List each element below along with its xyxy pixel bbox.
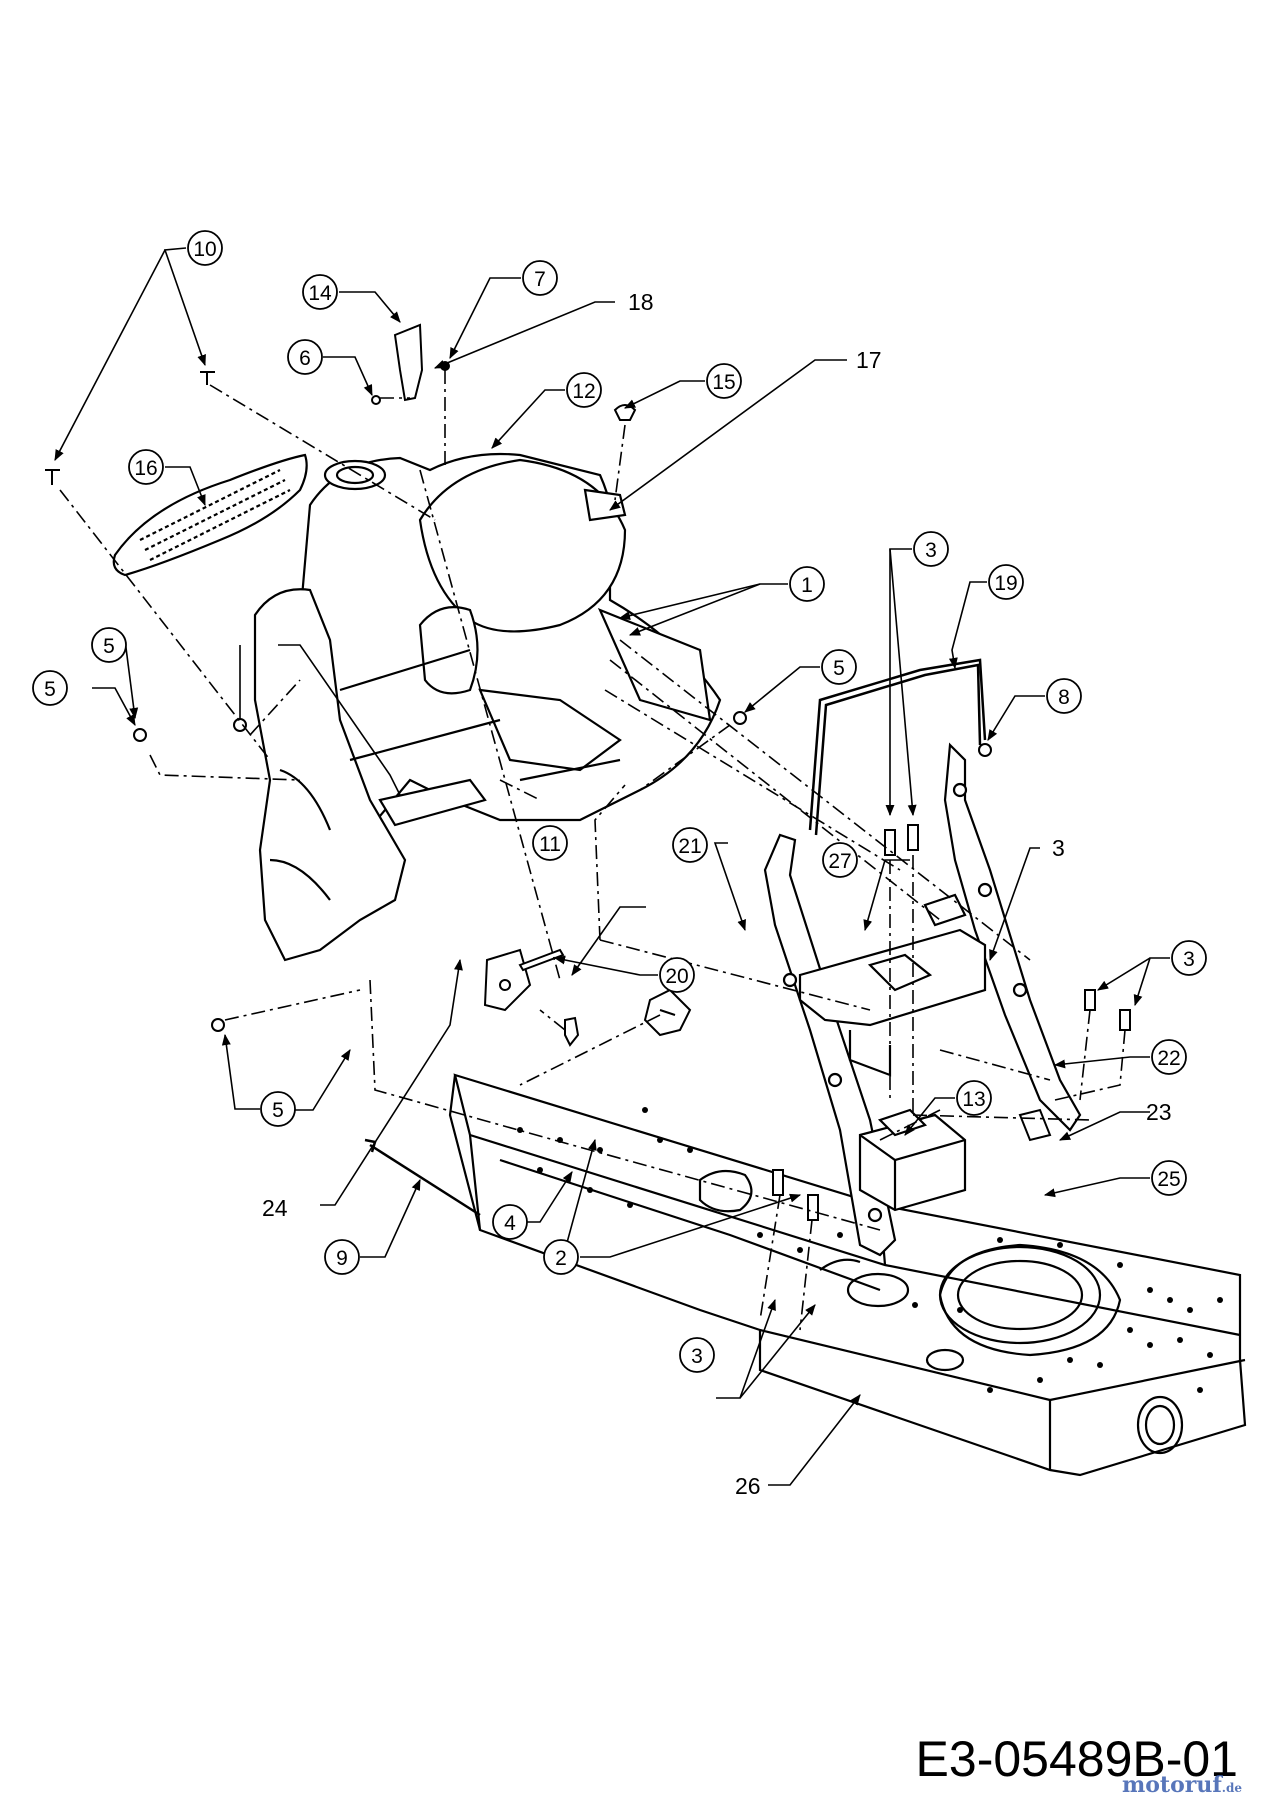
cable-tie-9	[364, 1138, 481, 1217]
callout-10: 10	[187, 230, 223, 266]
watermark-tld: .de	[1221, 1781, 1242, 1795]
reference-code: E3-05489B-01	[915, 1731, 1238, 1787]
leader-lines	[54, 247, 1170, 1486]
front-bracket	[643, 988, 692, 1037]
callout-5b: 5	[32, 670, 68, 706]
callout-4: 4	[492, 1204, 528, 1240]
label-26: 26	[735, 1473, 761, 1499]
callout-6: 6	[287, 339, 323, 375]
assembly-lines	[59, 370, 1126, 1331]
wire-19	[808, 658, 987, 836]
callout-7: 7	[522, 260, 558, 296]
callouts: 10 14 7 6 12 15 16 1 3 19 5 5 5 8 11 21 …	[32, 230, 1207, 1373]
dashboard-shroud	[253, 452, 722, 962]
plain-labels: 18 17 3 23 24 26	[262, 289, 1172, 1499]
label-17: 17	[856, 347, 882, 373]
svg-text:3: 3	[1183, 948, 1195, 971]
callout-1: 1	[789, 566, 825, 602]
callout-27: 27	[822, 842, 858, 878]
label-3: 3	[1052, 835, 1065, 861]
svg-text:21: 21	[678, 835, 701, 858]
label-23: 23	[1146, 1099, 1172, 1125]
svg-text:15: 15	[712, 371, 735, 394]
svg-text:6: 6	[299, 347, 311, 370]
svg-text:3: 3	[925, 539, 937, 562]
callout-2: 2	[543, 1239, 579, 1275]
callout-3b: 3	[1171, 940, 1207, 976]
callout-3c: 3	[679, 1337, 715, 1373]
svg-text:7: 7	[534, 268, 546, 291]
callout-16: 16	[128, 449, 164, 485]
callout-9: 9	[324, 1239, 360, 1275]
dash-support-frame	[763, 742, 1082, 1257]
svg-text:10: 10	[193, 238, 216, 261]
svg-text:25: 25	[1157, 1168, 1180, 1191]
callout-21: 21	[672, 827, 708, 863]
svg-text:3: 3	[691, 1345, 703, 1368]
svg-text:11: 11	[539, 833, 561, 856]
svg-text:9: 9	[336, 1247, 348, 1270]
callout-14: 14	[302, 274, 338, 310]
callout-3a: 3	[913, 531, 949, 567]
callout-12: 12	[566, 372, 602, 408]
callout-13: 13	[956, 1080, 992, 1116]
svg-text:22: 22	[1157, 1047, 1180, 1070]
svg-text:19: 19	[994, 572, 1017, 595]
frame-chassis	[448, 1073, 1247, 1477]
small-parts	[45, 323, 1131, 1221]
callout-11: 11	[532, 825, 568, 861]
watermark-logo: motoruf.de	[1122, 1772, 1242, 1798]
svg-text:4: 4	[504, 1212, 516, 1235]
svg-text:5: 5	[44, 678, 56, 701]
svg-text:5: 5	[833, 657, 845, 680]
grille-16	[112, 453, 308, 577]
callout-8: 8	[1046, 678, 1082, 714]
callout-22: 22	[1151, 1039, 1187, 1075]
svg-text:5: 5	[103, 635, 115, 658]
svg-text:5: 5	[272, 1099, 284, 1122]
svg-text:1: 1	[801, 574, 813, 597]
callout-15: 15	[706, 363, 742, 399]
svg-text:16: 16	[134, 457, 157, 480]
label-24: 24	[262, 1195, 288, 1221]
svg-text:20: 20	[665, 965, 688, 988]
svg-text:14: 14	[308, 282, 332, 305]
callout-19: 19	[988, 564, 1024, 600]
callout-25: 25	[1151, 1160, 1187, 1196]
label-18: 18	[628, 289, 654, 315]
svg-text:8: 8	[1058, 686, 1070, 709]
callout-5a: 5	[91, 627, 127, 663]
svg-text:2: 2	[555, 1247, 567, 1270]
svg-text:13: 13	[962, 1088, 985, 1111]
callout-20: 20	[659, 957, 695, 993]
svg-text:27: 27	[828, 850, 851, 873]
watermark-name: motoruf	[1121, 1772, 1222, 1798]
callout-5d: 5	[260, 1091, 296, 1127]
svg-text:12: 12	[572, 380, 595, 403]
callout-5c: 5	[821, 649, 857, 685]
